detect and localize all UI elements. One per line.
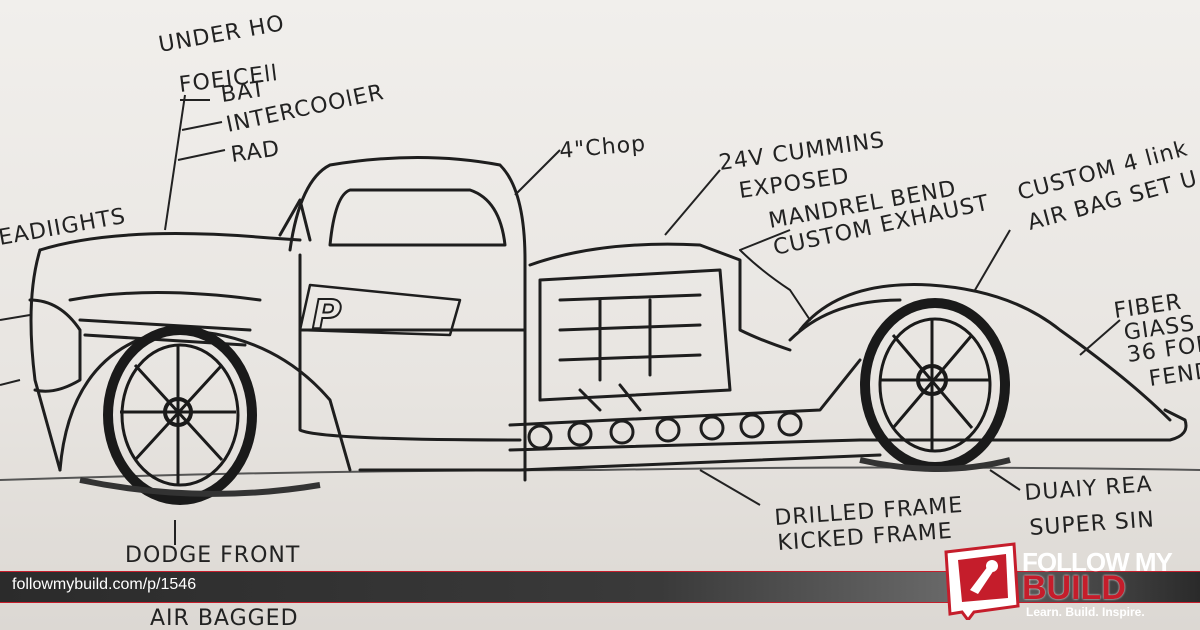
front-wheel [103, 325, 257, 505]
followmybuild-logo-icon [944, 542, 1020, 620]
door-logo-letter: P [312, 292, 341, 338]
label-bat: BAT [219, 77, 267, 108]
label-dodge-front: DODGE FRONT [125, 543, 300, 568]
label-duaily-1: DUAIY REA [1024, 472, 1154, 506]
label-air-bagged: AIR BAGGED [150, 606, 299, 630]
label-rad: RAD [229, 136, 281, 168]
label-duaily-2: SUPER SIN [1029, 507, 1156, 541]
logo-follow-text: FOLLOW MY [1022, 547, 1173, 577]
logo-tagline: Learn. Build. Inspire. [1026, 605, 1145, 619]
label-under-hood: UNDER HO [157, 11, 287, 58]
logo-build-text: BUILD [1022, 569, 1126, 607]
label-chop: 4"Chop [558, 132, 647, 164]
label-cummins-1: 24V CUMMINS [717, 128, 886, 176]
build-url-link[interactable]: followmybuild.com/p/1546 [12, 576, 197, 593]
rear-wheel [860, 298, 1010, 472]
